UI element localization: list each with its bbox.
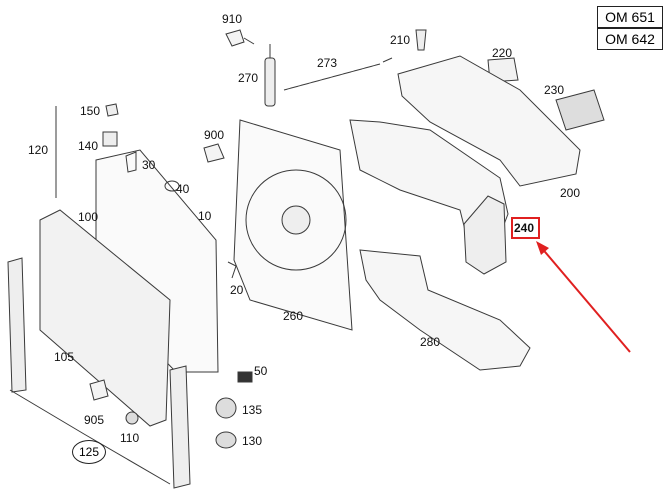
part-135-shape bbox=[215, 397, 237, 419]
fan-hub bbox=[281, 205, 311, 235]
part-label-40[interactable]: 40 bbox=[176, 182, 190, 196]
part-label-125: 125 bbox=[78, 445, 100, 459]
part-280-shape bbox=[359, 249, 531, 371]
part-label-135[interactable]: 135 bbox=[242, 403, 263, 417]
part-label-125-circle[interactable]: 125 bbox=[72, 440, 106, 464]
callout-arrow bbox=[539, 245, 631, 353]
part-125-strip bbox=[169, 365, 191, 489]
part-label-905[interactable]: 905 bbox=[84, 413, 105, 427]
part-270-shape bbox=[264, 57, 276, 107]
part-125-bracket bbox=[9, 389, 171, 485]
part-273-shape bbox=[283, 63, 381, 91]
part-label-240[interactable]: 240 bbox=[514, 221, 535, 235]
callout-arrowhead bbox=[536, 241, 549, 255]
part-label-200[interactable]: 200 bbox=[560, 186, 581, 200]
part-label-260[interactable]: 260 bbox=[283, 309, 304, 323]
part-200-shape bbox=[397, 55, 581, 187]
part-30-shape bbox=[125, 151, 137, 173]
part-label-220[interactable]: 220 bbox=[492, 46, 513, 60]
part-130-shape bbox=[215, 431, 237, 449]
engine-code-box-1: OM 651 bbox=[597, 6, 663, 28]
part-label-270[interactable]: 270 bbox=[238, 71, 259, 85]
part-150-shape bbox=[105, 103, 119, 117]
part-label-280[interactable]: 280 bbox=[420, 335, 441, 349]
part-label-910[interactable]: 910 bbox=[222, 12, 243, 26]
part-label-130[interactable]: 130 bbox=[242, 434, 263, 448]
engine-code-box-2: OM 642 bbox=[597, 28, 663, 50]
part-230-shape bbox=[555, 89, 605, 131]
part-105-shape bbox=[39, 209, 171, 427]
part-900-shape bbox=[203, 143, 225, 163]
part-label-900[interactable]: 900 bbox=[204, 128, 225, 142]
part-910-shape bbox=[225, 29, 245, 47]
part-label-210[interactable]: 210 bbox=[390, 33, 411, 47]
part-905-shape bbox=[89, 379, 109, 401]
part-label-20[interactable]: 20 bbox=[230, 283, 244, 297]
part-110-shape bbox=[125, 411, 139, 425]
part-left-strip bbox=[7, 257, 27, 393]
part-label-110[interactable]: 110 bbox=[120, 431, 140, 445]
part-label-105[interactable]: 105 bbox=[54, 350, 75, 364]
part-label-30[interactable]: 30 bbox=[142, 158, 156, 172]
part-label-50[interactable]: 50 bbox=[254, 364, 268, 378]
part-240-shape bbox=[463, 195, 507, 275]
part-40-shape bbox=[164, 180, 180, 192]
part-label-140[interactable]: 140 bbox=[78, 139, 99, 153]
part-50-shape bbox=[237, 371, 253, 383]
highlight-box bbox=[511, 217, 540, 239]
part-label-100[interactable]: 100 bbox=[78, 210, 99, 224]
part-label-10[interactable]: 10 bbox=[198, 209, 212, 223]
part-label-273[interactable]: 273 bbox=[317, 56, 338, 70]
part-label-230[interactable]: 230 bbox=[544, 83, 565, 97]
part-20-shape bbox=[227, 261, 237, 279]
fan-ring bbox=[245, 169, 347, 271]
part-label-120[interactable]: 120 bbox=[28, 143, 49, 157]
part-label-150[interactable]: 150 bbox=[80, 104, 101, 118]
part-210-shape bbox=[415, 29, 427, 51]
part-140-shape bbox=[102, 131, 118, 147]
